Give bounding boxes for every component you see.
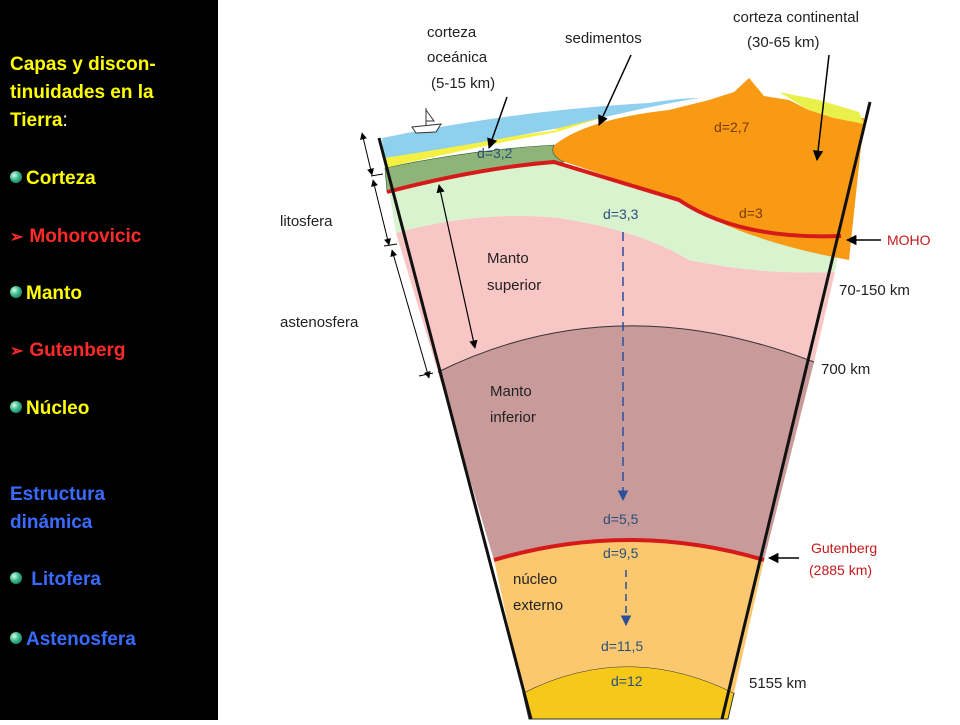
label-outer-core-2: externo <box>513 597 563 614</box>
sidebar-item-label: Manto <box>26 283 82 304</box>
label-outer-core-1: núcleo <box>513 571 557 588</box>
asthenosphere-thickness-arrow <box>390 249 431 379</box>
sidebar-section-title-line-2: dinámica <box>10 512 93 533</box>
tick-mark <box>383 243 398 247</box>
label-continental-crust-2: (30-65 km) <box>747 34 820 51</box>
tick-mark <box>418 372 434 377</box>
sidebar-item-label: Astenosfera <box>26 629 136 650</box>
sidebar-section-title-line-1: Estructura <box>10 484 106 505</box>
globe-bullet-icon <box>10 286 22 299</box>
sidebar-item-astenosfera: Astenosfera <box>10 628 136 652</box>
globe-bullet-icon <box>10 401 22 414</box>
label-lithosphere: litosfera <box>280 213 333 230</box>
gutenberg-discontinuity-line <box>493 538 765 562</box>
sidebar-item-corteza: Corteza <box>10 167 96 191</box>
sidebar-item-nucleo: Núcleo <box>10 397 89 421</box>
sidebar-title-line-3: Tierra: <box>10 109 68 133</box>
label-upper-mantle-1: Manto <box>487 250 529 267</box>
sidebar-item-gutenberg: ➢ Gutenberg <box>10 339 125 364</box>
sidebar-title-word: Tierra <box>10 110 63 131</box>
globe-bullet-icon <box>10 632 22 645</box>
tick-mark <box>370 173 384 177</box>
sidebar-item-label: Mohorovicic <box>29 226 142 247</box>
sidebar-item-label: Núcleo <box>26 398 90 419</box>
ship-icon <box>411 108 442 134</box>
arrow-bullet-icon: ➢ <box>10 229 24 246</box>
label-continental-crust-1: corteza continental <box>733 9 859 26</box>
crust-thickness-arrow <box>360 132 374 176</box>
label-sediments: sedimentos <box>565 30 642 47</box>
sidebar-item-label: Litofera <box>31 569 101 590</box>
label-density-outer-core-low: d=11,5 <box>601 638 643 654</box>
continental-sediment-layer <box>779 92 864 124</box>
moho-discontinuity-line <box>386 159 842 239</box>
label-asthenosphere: astenosfera <box>280 314 359 331</box>
label-depth-5155km: 5155 km <box>749 675 807 692</box>
sediments-pointer-arrow <box>598 54 632 126</box>
sidebar-item-label: Gutenberg <box>29 340 126 361</box>
sidebar-title-colon: : <box>62 110 68 131</box>
label-depth-700km: 700 km <box>821 361 870 378</box>
wedge-left-edge <box>377 137 533 720</box>
label-upper-mantle-2: superior <box>487 277 541 294</box>
label-density-continental-top: d=2,7 <box>714 119 750 135</box>
wedge-right-edge <box>720 101 872 720</box>
sidebar-item-mohorovicic: ➢ Mohorovicic <box>10 225 141 250</box>
oceanic-crust-pointer-arrow <box>487 96 508 149</box>
sidebar-item-litofera: Litofera <box>10 568 101 592</box>
label-oceanic-crust-2: oceánica <box>427 49 488 66</box>
label-density-oceanic: d=3,2 <box>477 145 513 161</box>
continental-crust-pointer-arrow <box>812 54 830 162</box>
label-lower-mantle-1: Manto <box>490 383 532 400</box>
label-depth-150km: 70-150 km <box>839 282 910 299</box>
label-gutenberg-2: (2885 km) <box>809 562 872 578</box>
label-density-outer-core-top: d=9,5 <box>603 545 639 561</box>
sidebar-item-label: Corteza <box>26 168 96 189</box>
ocean-layer <box>382 98 699 158</box>
lithospheric-mantle-layer <box>389 162 841 273</box>
label-moho: MOHO <box>887 232 931 248</box>
label-density-continental-low: d=3 <box>739 205 763 221</box>
label-lower-mantle-2: inferior <box>490 409 536 426</box>
sidebar: Capas y discon- tinuidades en la Tierra:… <box>0 0 218 720</box>
earth-cross-section: corteza oceánica (5-15 km) sedimentos co… <box>280 9 931 720</box>
upper-mantle-layer <box>396 215 835 372</box>
sidebar-title-line-2: tinuidades en la <box>10 82 154 103</box>
lower-mantle-layer <box>438 325 814 560</box>
sidebar-title-line-1: Capas y discon- <box>10 54 156 75</box>
continental-crust-layer <box>547 78 864 260</box>
lithosphere-thickness-arrow <box>371 179 391 246</box>
arrow-bullet-icon: ➢ <box>10 343 24 360</box>
label-oceanic-crust-1: corteza <box>427 24 477 41</box>
label-density-inner-core: d=12 <box>611 673 643 689</box>
sidebar-item-manto: Manto <box>10 282 82 306</box>
globe-bullet-icon <box>10 572 22 585</box>
earth-layers-diagram: corteza oceánica (5-15 km) sedimentos co… <box>219 0 960 720</box>
label-gutenberg-1: Gutenberg <box>811 540 877 556</box>
label-density-lower-mantle: d=5,5 <box>603 511 639 527</box>
label-oceanic-crust-3: (5-15 km) <box>431 75 495 92</box>
globe-bullet-icon <box>10 171 22 184</box>
mantle-transition-line <box>437 325 815 373</box>
label-density-upper-mantle: d=3,3 <box>603 206 639 222</box>
mantle-depth-arrow <box>436 184 478 349</box>
